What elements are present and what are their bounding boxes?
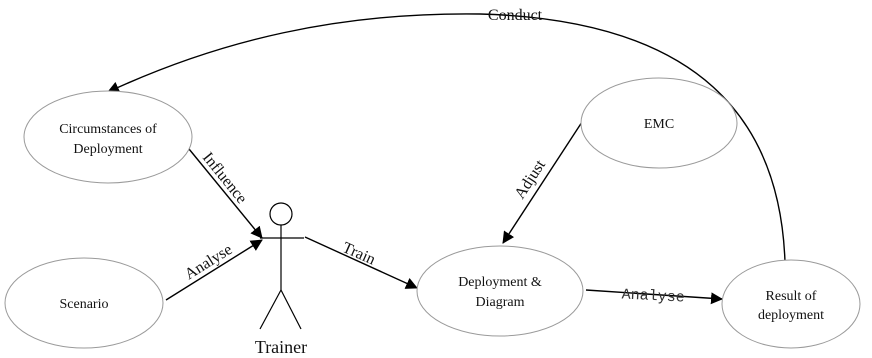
influence-edge <box>179 137 263 239</box>
actor-left-leg <box>259 289 282 330</box>
scenario-label: Scenario <box>60 297 109 312</box>
conduct-edge <box>107 13 786 263</box>
train-label: Train <box>340 239 378 268</box>
result-label-line1: Result of <box>766 289 817 304</box>
actor-label: Trainer <box>255 337 307 357</box>
actor-head <box>269 202 293 226</box>
node-result-of-deployment: Result of deployment <box>721 259 861 349</box>
circumstances-label-line1: Circumstances of <box>59 122 157 137</box>
influence-label: Influence <box>199 149 250 207</box>
emc-label: EMC <box>644 117 674 132</box>
deployment-diagram-label-line2: Diagram <box>476 295 525 310</box>
deployment-diagram-label-line1: Deployment & <box>458 275 542 290</box>
analyse-result-label: Analyse <box>621 286 685 306</box>
conduct-label: Conduct <box>488 7 543 24</box>
analyse-result-edge <box>585 289 723 305</box>
adjust-label: Adjust <box>511 157 549 203</box>
analyse-scenario-edge <box>165 239 263 301</box>
adjust-edge <box>502 121 583 244</box>
actor-trainer: Trainer <box>255 202 307 357</box>
edges <box>107 13 786 305</box>
node-scenario: Scenario <box>4 257 164 349</box>
result-label-line2: deployment <box>758 308 824 323</box>
node-emc: EMC <box>580 77 738 169</box>
train-edge <box>304 236 418 289</box>
circumstances-label-line2: Deployment <box>73 142 142 157</box>
node-circumstances-of-deployment: Circumstances of Deployment <box>23 90 193 184</box>
node-deployment-and-diagram: Deployment & Diagram <box>416 245 584 337</box>
actor-right-leg <box>280 289 302 330</box>
